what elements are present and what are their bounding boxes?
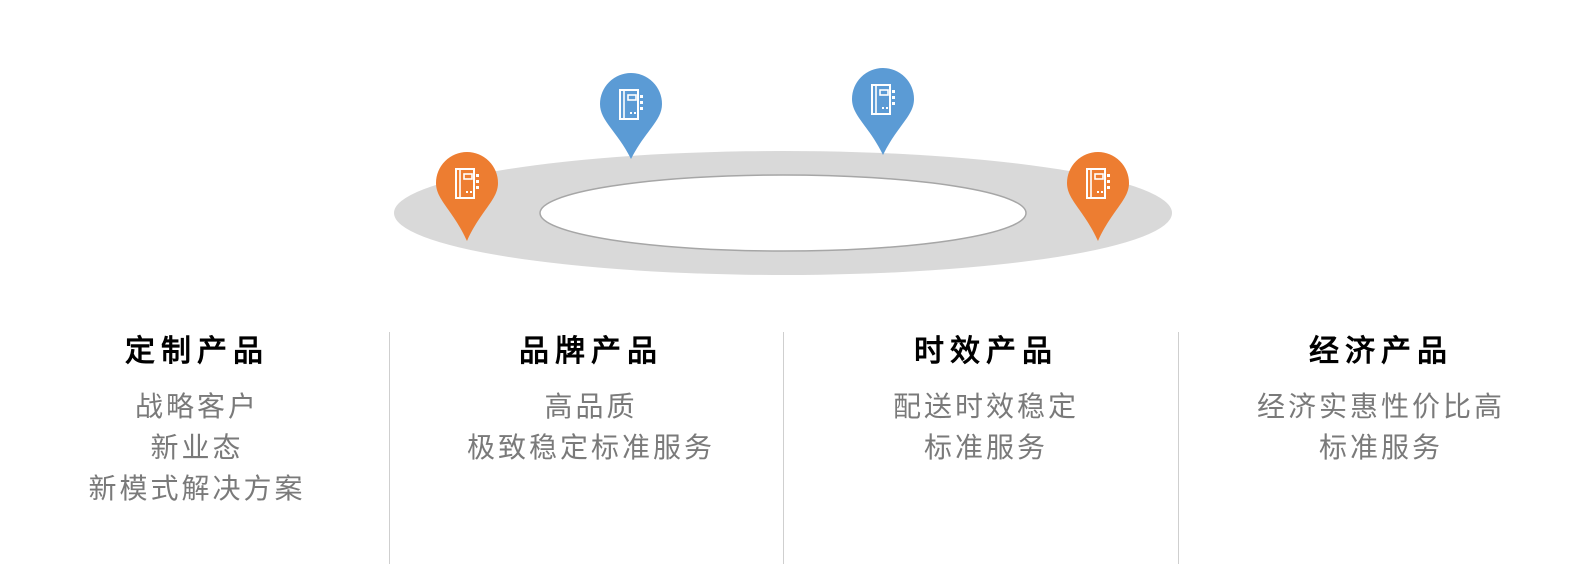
column-line: 新模式解决方案 bbox=[88, 472, 306, 505]
column-title: 定制产品 bbox=[125, 334, 269, 369]
column-divider bbox=[1178, 332, 1179, 564]
pin-orange-right bbox=[1067, 152, 1129, 241]
column-divider bbox=[783, 332, 784, 564]
column-line: 高品质 bbox=[544, 390, 638, 423]
pin-blue-left bbox=[600, 73, 662, 159]
column-line: 配送时效稳定 bbox=[892, 390, 1079, 423]
column-time-product: 时效产品 配送时效稳定 标准服务 bbox=[789, 330, 1183, 564]
column-title: 经济产品 bbox=[1309, 334, 1453, 369]
column-line: 极致稳定标准服务 bbox=[466, 431, 715, 464]
column-economy-product: 经济产品 经济实惠性价比高 标准服务 bbox=[1184, 330, 1578, 564]
column-line: 战略客户 bbox=[134, 390, 259, 423]
column-line: 标准服务 bbox=[1318, 431, 1443, 464]
column-line: 新业态 bbox=[150, 431, 244, 464]
pin-orange-left bbox=[436, 152, 498, 241]
column-brand-product: 品牌产品 高品质 极致稳定标准服务 bbox=[394, 330, 788, 564]
column-title: 品牌产品 bbox=[519, 334, 663, 369]
column-line: 经济实惠性价比高 bbox=[1256, 390, 1505, 423]
column-custom-product: 定制产品 战略客户 新业态 新模式解决方案 bbox=[0, 330, 394, 564]
pin-blue-right bbox=[852, 68, 914, 155]
column-title: 时效产品 bbox=[914, 334, 1058, 369]
column-divider bbox=[389, 332, 390, 564]
ring-diagram bbox=[394, 68, 1172, 275]
column-line: 标准服务 bbox=[923, 431, 1048, 464]
inner-ring bbox=[539, 174, 1027, 252]
